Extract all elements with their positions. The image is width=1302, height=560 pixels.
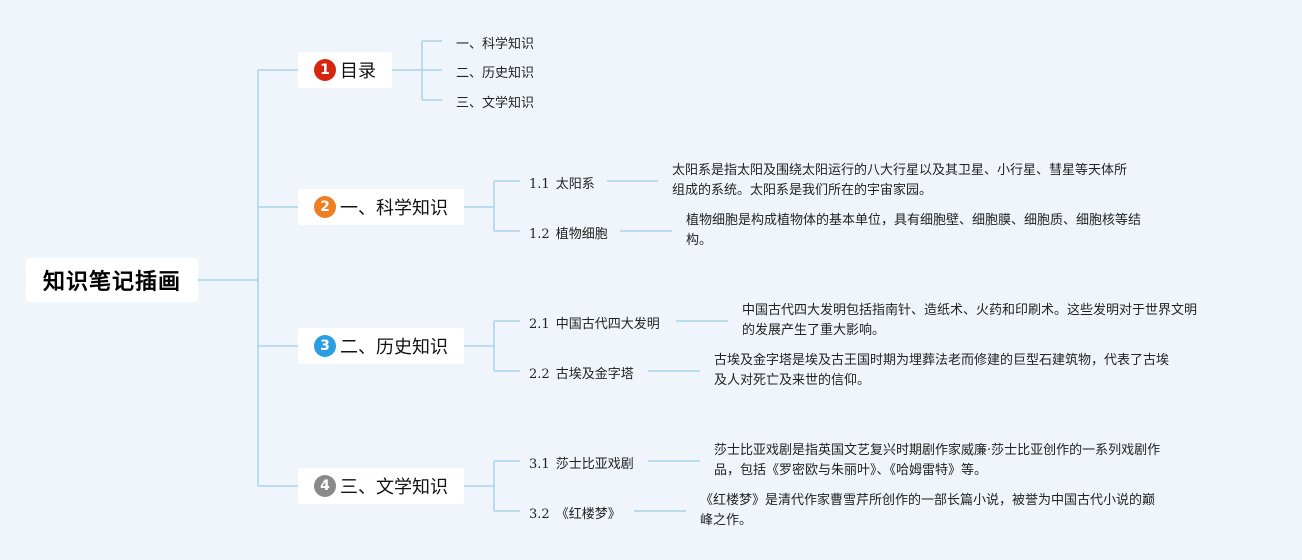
subnode-four-inventions[interactable]: 2.1 中国古代四大发明 [529, 313, 660, 332]
subnode-label: 太阳系 [555, 177, 595, 192]
branch-toc[interactable]: 1 目录 [298, 52, 392, 88]
subnode-number: 3.2 [529, 507, 550, 522]
subnode-label: 中国古代四大发明 [555, 317, 660, 332]
desc-line: 莎士比亚戏剧是指英国文艺复兴时期剧作家威廉·莎士比亚创作的一系列戏剧作 [714, 443, 1161, 458]
desc-solar-system: 太阳系是指太阳及围绕太阳运行的八大行星以及其卫星、小行星、彗星等天体所 组成的系… [666, 161, 1134, 201]
badge-1-icon: 1 [314, 59, 336, 81]
branch-literature-title: 三、文学知识 [340, 477, 448, 498]
subnode-number: 1.2 [529, 227, 550, 242]
subnode-label: 植物细胞 [555, 227, 608, 242]
desc-plant-cell: 植物细胞是构成植物体的基本单位，具有细胞壁、细胞膜、细胞质、细胞核等结 构。 [680, 211, 1148, 251]
desc-line: 太阳系是指太阳及围绕太阳运行的八大行星以及其卫星、小行星、彗星等天体所 [672, 163, 1128, 178]
desc-four-inventions: 中国古代四大发明包括指南针、造纸术、火药和印刷术。这些发明对于世界文明 的发展产… [736, 301, 1204, 341]
desc-red-chamber: 《红楼梦》是清代作家曹雪芹所创作的一部长篇小说，被誉为中国古代小说的巅 峰之作。 [694, 491, 1162, 531]
desc-line: 中国古代四大发明包括指南针、造纸术、火药和印刷术。这些发明对于世界文明 [742, 303, 1198, 318]
root-node[interactable]: 知识笔记插画 [26, 258, 198, 302]
desc-pyramids: 古埃及金字塔是埃及古王国时期为埋葬法老而修建的巨型石建筑物，代表了古埃 及人对死… [708, 351, 1176, 391]
subnode-shakespeare[interactable]: 3.1 莎士比亚戏剧 [529, 453, 634, 472]
subnode-label: 古埃及金字塔 [555, 367, 634, 382]
desc-line: 品，包括《罗密欧与朱丽叶》、《哈姆雷特》等。 [714, 463, 988, 478]
badge-4-icon: 4 [314, 475, 336, 497]
desc-line: 古埃及金字塔是埃及古王国时期为埋葬法老而修建的巨型石建筑物，代表了古埃 [714, 353, 1170, 368]
branch-history[interactable]: 3 二、历史知识 [298, 328, 464, 364]
branch-literature[interactable]: 4 三、文学知识 [298, 468, 464, 504]
subnode-pyramids[interactable]: 2.2 古埃及金字塔 [529, 363, 634, 382]
subnode-number: 2.1 [529, 317, 550, 332]
branch-science[interactable]: 2 一、科学知识 [298, 189, 464, 225]
toc-item-literature[interactable]: 三、文学知识 [456, 96, 535, 111]
subnode-number: 2.2 [529, 367, 550, 382]
desc-line: 植物细胞是构成植物体的基本单位，具有细胞壁、细胞膜、细胞质、细胞核等结 [686, 213, 1142, 228]
root-title: 知识笔记插画 [42, 270, 181, 295]
desc-line: 组成的系统。太阳系是我们所在的宇宙家园。 [672, 183, 933, 198]
subnode-label: 莎士比亚戏剧 [555, 457, 634, 472]
subnode-number: 3.1 [529, 457, 550, 472]
badge-2-icon: 2 [314, 196, 336, 218]
subnode-solar-system[interactable]: 1.1 太阳系 [529, 173, 595, 192]
desc-line: 《红楼梦》是清代作家曹雪芹所创作的一部长篇小说，被誉为中国古代小说的巅 [700, 493, 1156, 508]
badge-3-icon: 3 [314, 335, 336, 357]
subnode-red-chamber[interactable]: 3.2 《红楼梦》 [529, 503, 621, 522]
branch-history-title: 二、历史知识 [340, 337, 448, 358]
desc-shakespeare: 莎士比亚戏剧是指英国文艺复兴时期剧作家威廉·莎士比亚创作的一系列戏剧作 品，包括… [708, 441, 1167, 481]
toc-item-history[interactable]: 二、历史知识 [456, 66, 535, 81]
desc-line: 及人对死亡及来世的信仰。 [714, 373, 871, 388]
subnode-plant-cell[interactable]: 1.2 植物细胞 [529, 223, 608, 242]
desc-line: 峰之作。 [700, 513, 753, 528]
desc-line: 的发展产生了重大影响。 [742, 323, 886, 338]
branch-toc-title: 目录 [340, 61, 376, 82]
desc-line: 构。 [686, 233, 713, 248]
branch-science-title: 一、科学知识 [340, 198, 448, 219]
subnode-label: 《红楼梦》 [555, 507, 621, 522]
subnode-number: 1.1 [529, 177, 550, 192]
toc-item-science[interactable]: 一、科学知识 [456, 37, 535, 52]
